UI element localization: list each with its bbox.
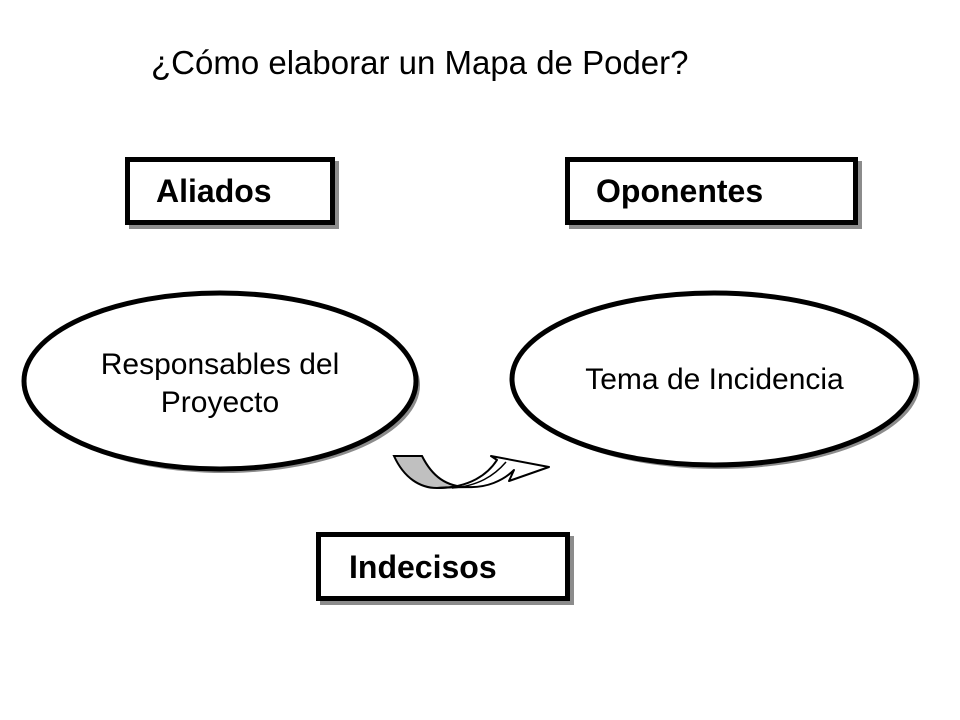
oponentes-label: Oponentes — [596, 173, 764, 209]
indecisos-box: Indecisos — [316, 532, 570, 601]
tema-oval — [509, 290, 919, 468]
curved-arrow-back — [392, 455, 469, 490]
responsables-label: Responsables del Proyecto — [22, 346, 418, 422]
aliados-label: Aliados — [156, 173, 272, 209]
diagram-title: ¿Cómo elaborar un Mapa de Poder? — [151, 44, 689, 81]
oponentes-box: Oponentes — [565, 157, 858, 225]
responsables-line-1: Responsables del — [100, 348, 340, 381]
curved-arrow-front — [436, 455, 550, 489]
responsables-line-2: Proyecto — [160, 386, 280, 419]
responsables-oval — [21, 290, 419, 472]
aliados-box: Aliados — [125, 157, 335, 225]
tema-label: Tema de Incidencia — [585, 363, 844, 396]
curved-arrow-inner-line — [451, 461, 507, 489]
indecisos-label: Indecisos — [349, 549, 497, 585]
